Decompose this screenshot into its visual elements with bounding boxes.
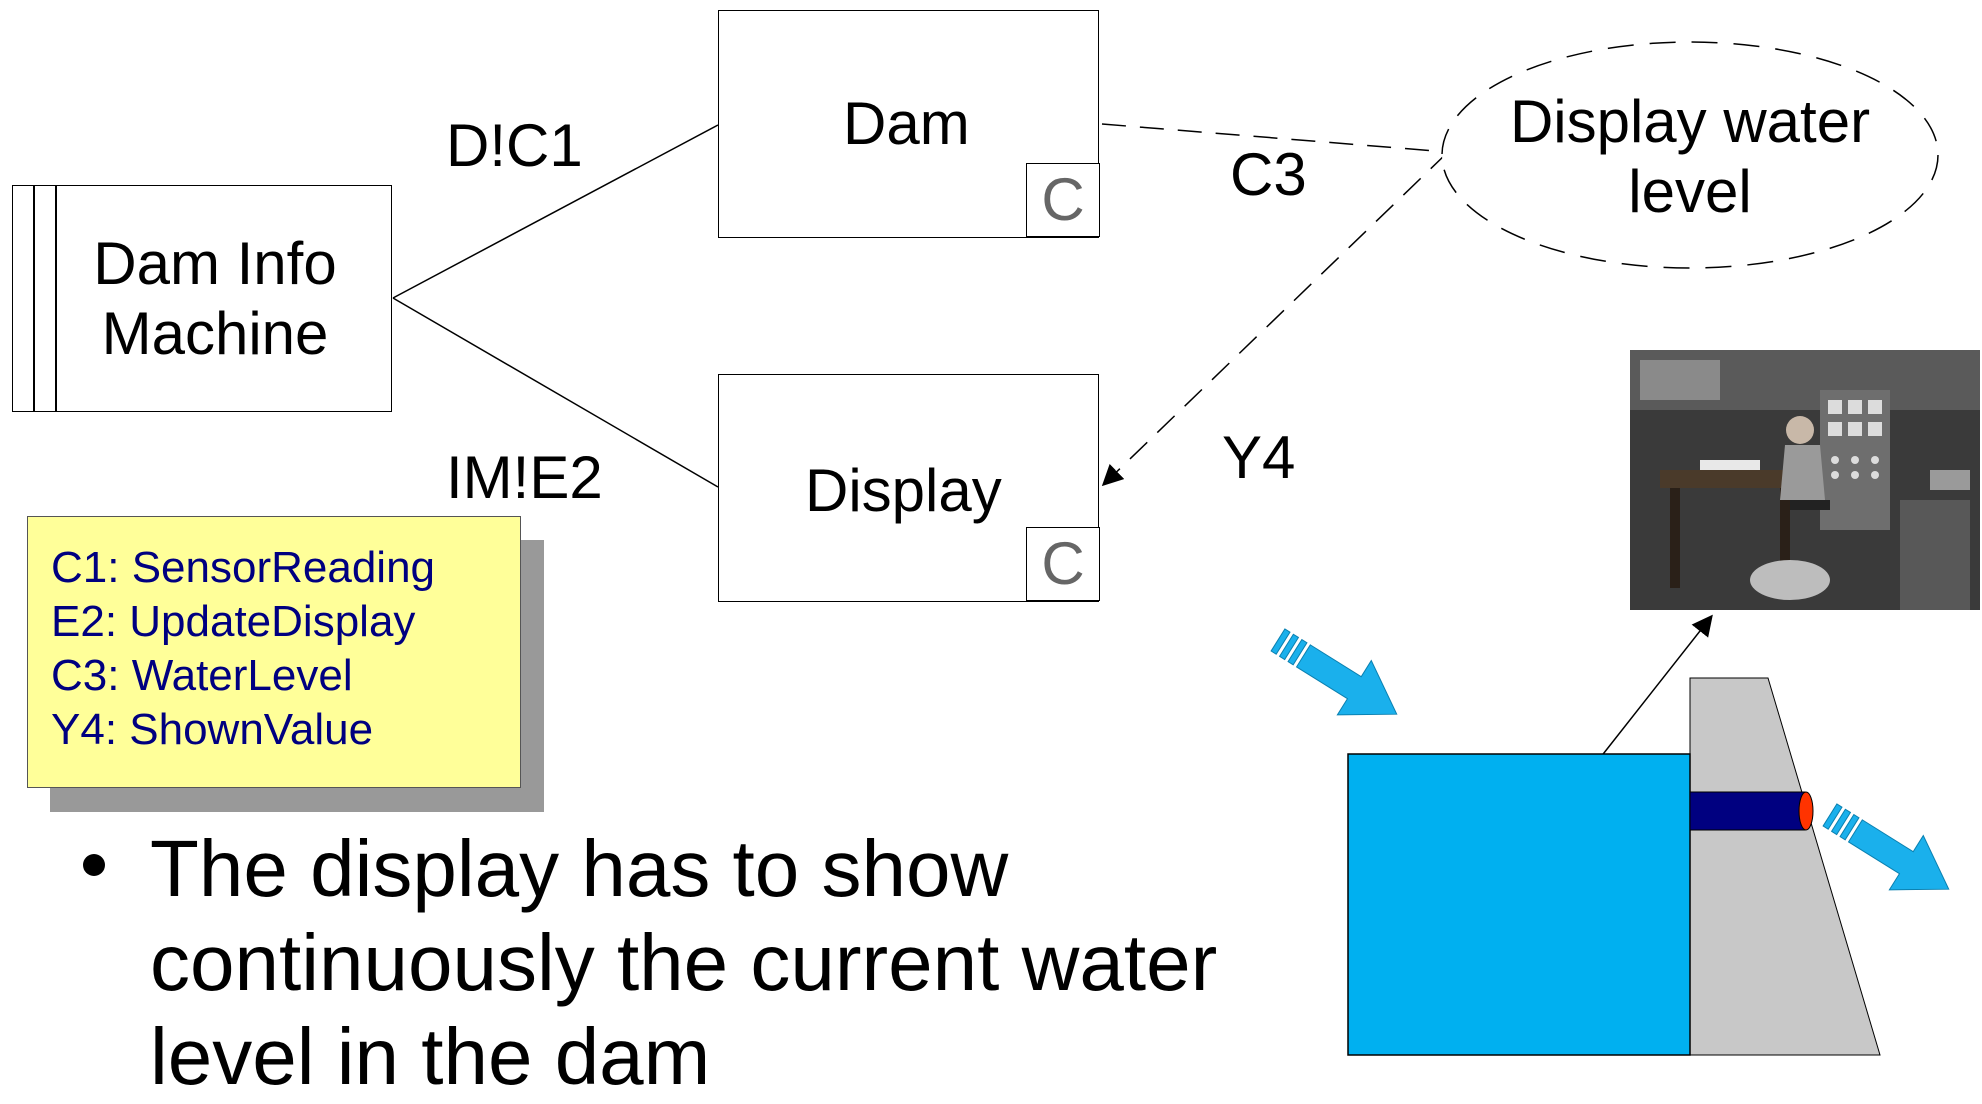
- display-causal-marker: C: [1026, 527, 1100, 601]
- display-domain-box: Display C: [718, 374, 1100, 602]
- control-room-illustration: [1630, 350, 1980, 610]
- legend-item-c1: C1: SensorReading: [51, 543, 436, 592]
- bullet-line-3: level in the dam: [150, 1012, 711, 1101]
- reservoir-water: [1347, 753, 1691, 1056]
- phenomenon-c3-label: C3: [1230, 141, 1307, 208]
- requirement-label-line1: Display water: [1509, 88, 1871, 155]
- dam-wall: [1689, 677, 1881, 1056]
- display-label: Display: [805, 457, 1002, 524]
- machine-dam-link: [392, 124, 719, 299]
- machine-label-line1: Dam Info: [93, 229, 337, 297]
- requirement-label-line2: level: [1628, 158, 1752, 225]
- requirement-display-link: [1101, 151, 1449, 487]
- bullet-line-2: continuously the current water: [150, 918, 1218, 1007]
- legend-item-c3: C3: WaterLevel: [51, 651, 353, 700]
- outlet-valve: [1798, 791, 1814, 831]
- bullet-point: [83, 854, 105, 876]
- dam-requirement-link: [1101, 123, 1449, 153]
- dam-label: Dam: [843, 90, 970, 157]
- outlet-pipe: [1689, 791, 1806, 831]
- bullet-text: The display has to show continuously the…: [150, 822, 1330, 1104]
- requirement-label: Display water level: [1450, 82, 1930, 232]
- machine-label: Dam Info Machine: [57, 186, 373, 411]
- legend-item-y4: Y4: ShownValue: [51, 705, 374, 754]
- machine-label-line2: Machine: [101, 299, 329, 367]
- requirement-oval: [1441, 41, 1939, 269]
- machine-stripe-1: [33, 186, 35, 411]
- machine-domain-box: Dam Info Machine: [12, 185, 392, 412]
- legend-note: C1: SensorReading E2: UpdateDisplay C3: …: [27, 516, 521, 788]
- control-room-photo: [1630, 350, 1980, 610]
- legend-item-e2: E2: UpdateDisplay: [51, 597, 416, 646]
- phenomenon-y4-label: Y4: [1222, 424, 1296, 491]
- interface-display-label: IM!E2: [446, 444, 603, 511]
- dam-domain-box: Dam C: [718, 10, 1100, 238]
- inflow-arrow: [1270, 628, 1398, 716]
- bullet-line-1: The display has to show: [150, 824, 1009, 913]
- machine-display-link: [392, 297, 719, 488]
- machine-stripe-2: [55, 186, 57, 411]
- dam-photo-link: [1599, 614, 1713, 759]
- interface-dam-label: D!C1: [446, 112, 583, 179]
- dam-causal-marker: C: [1026, 163, 1100, 237]
- outflow-arrow: [1822, 803, 1950, 891]
